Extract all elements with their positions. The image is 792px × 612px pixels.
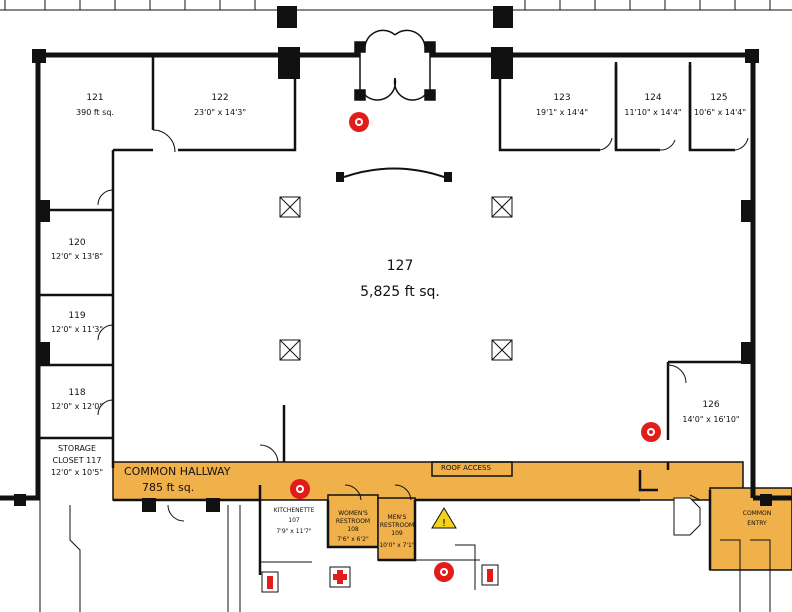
womens-line2: RESTROOM [335, 518, 371, 525]
elevator-shaft [673, 497, 701, 536]
kitchenette-dims: 7'9" x 11'7" [276, 528, 312, 535]
fire-alarm-icon [290, 112, 661, 582]
room-123-number: 123 [553, 93, 571, 103]
room-121-area: 390 ft sq. [76, 108, 114, 117]
curved-feature [336, 167, 452, 182]
room-119-dims: 12'0" x 11'3" [50, 325, 104, 334]
room-123-dims: 19'1" x 14'4" [535, 108, 589, 117]
room-122-dims: 23'0" x 14'3" [193, 108, 247, 117]
room-124-dims: 11'10" x 14'4" [624, 108, 682, 117]
room-125-dims: 10'6" x 14'4" [693, 108, 747, 117]
room-126-dims: 14'0" x 16'10" [682, 415, 740, 424]
fire-extinguisher-icon [261, 564, 499, 593]
womens-line3: 108 [347, 526, 359, 533]
room-127-area: 5,825 ft sq. [360, 284, 440, 300]
column [277, 6, 297, 28]
hazard-icon: ! [431, 507, 457, 529]
common-entry-line1: COMMON [742, 510, 772, 517]
roof-access-marker [431, 461, 513, 477]
exterior-walls [0, 52, 792, 501]
roof-access-label: ROOF ACCESS [441, 464, 491, 472]
column [493, 6, 513, 28]
room-126-number: 126 [702, 400, 720, 410]
mens-line3: 109 [391, 530, 403, 537]
common-entry-line2: ENTRY [747, 520, 767, 527]
room-120-dims: 12'0" x 13'8" [50, 252, 104, 261]
exterior-steps [0, 494, 771, 612]
room-117-line1: STORAGE [57, 444, 97, 453]
kitchenette-line2: 107 [288, 517, 300, 524]
room-118-number: 118 [68, 388, 86, 398]
room-127-number: 127 [386, 258, 414, 274]
mens-line2: RESTROOM [379, 522, 415, 529]
room-117-line2: CLOSET 117 [52, 456, 102, 465]
room-119-number: 119 [68, 311, 86, 321]
room-117-dims: 12'0" x 10'5" [50, 468, 104, 477]
doors [97, 129, 749, 522]
hallway-area: 785 ft sq. [142, 481, 195, 494]
room-121-number: 121 [86, 93, 104, 103]
room-120-number: 120 [68, 238, 86, 248]
room-118-dims: 12'0" x 12'0" [50, 402, 104, 411]
main-entry-doors [354, 29, 436, 101]
room-125-number: 125 [710, 93, 728, 103]
room-122-number: 122 [211, 93, 229, 103]
interior-walls [38, 55, 753, 470]
kitchenette-line1: KITCHENETTE [273, 507, 315, 514]
mens-line1: MEN'S [387, 514, 407, 521]
hallway-name: COMMON HALLWAY [124, 465, 231, 478]
womens-dims: 7'6" x 6'2" [337, 536, 369, 543]
mens-dims: 10'0" x 7'1" [379, 542, 415, 549]
first-aid-icon [329, 566, 351, 588]
column-markers [279, 196, 513, 361]
womens-line1: WOMEN'S [338, 510, 368, 517]
room-124-number: 124 [644, 93, 662, 103]
top-edge [0, 0, 792, 11]
svg-text:!: ! [442, 518, 446, 529]
